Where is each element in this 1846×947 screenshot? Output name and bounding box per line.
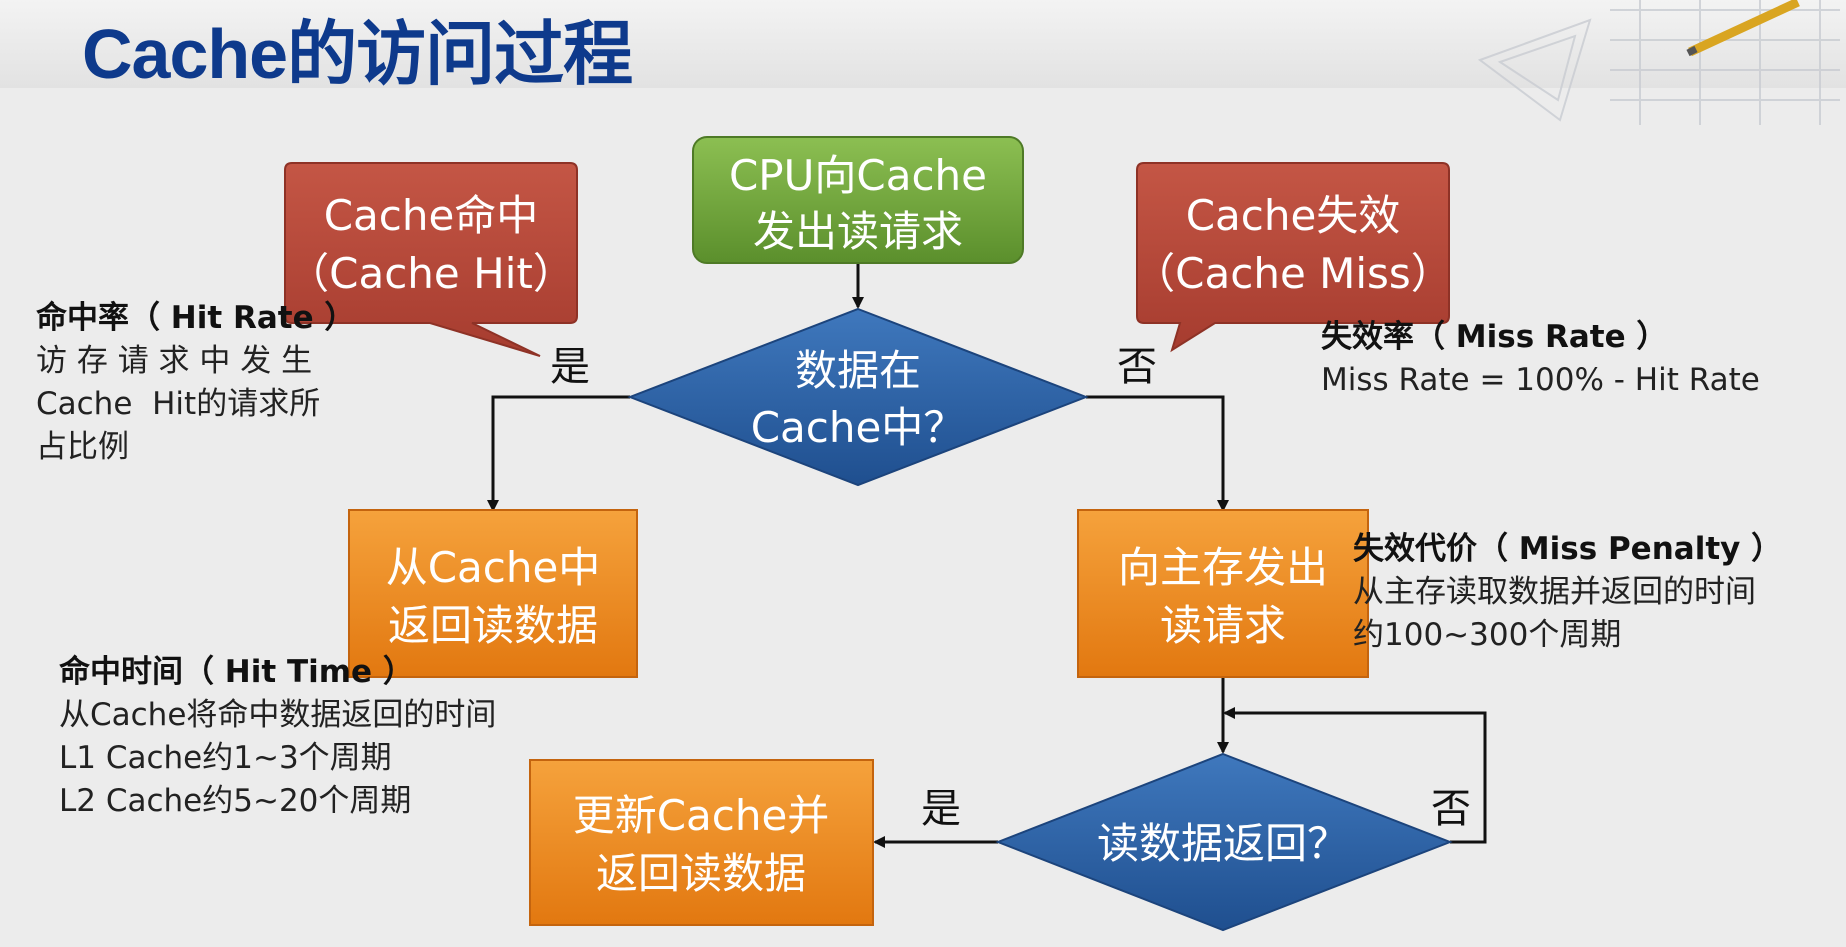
- req-memory-line2: 读请求: [1160, 601, 1286, 650]
- callout-cache-miss: Cache失效 （Cache Miss）: [1133, 162, 1453, 353]
- note-hit-time: 命中时间（ Hit Time ） 从Cache将命中数据返回的时间 L1 Cac…: [59, 651, 496, 823]
- note-hit-rate-line: 访 存 请 求 中 发 生: [36, 343, 313, 379]
- decision-hit-line1: 数据在: [795, 346, 921, 395]
- note-hit-rate-line: Cache Hit的请求所: [36, 386, 321, 422]
- note-miss-penalty-line: 从主存读取数据并返回的时间: [1353, 574, 1756, 610]
- start-node-line1: CPU向Cache: [729, 151, 987, 200]
- edge-hit-no: [1086, 395, 1229, 512]
- edge-label-hit-yes: 是: [550, 344, 590, 390]
- drafting-tools-decoration: [1477, 0, 1840, 125]
- decision-return-label: 读数据返回？: [1097, 819, 1349, 868]
- edge-label-hit-no: 否: [1117, 344, 1157, 390]
- process-update-cache: 更新Cache并 返回读数据: [529, 759, 874, 926]
- decision-data-returned: 读数据返回？: [995, 752, 1453, 932]
- process-read-from-cache: 从Cache中 返回读数据: [348, 509, 638, 678]
- note-hit-time-line: L2 Cache约5~20个周期: [59, 783, 412, 819]
- callout-hit-line1: Cache命中: [324, 191, 539, 240]
- note-hit-rate-heading: 命中率（ Hit Rate ）: [36, 300, 356, 336]
- pencil-icon: [1686, 0, 1800, 57]
- callout-hit-line2: （Cache Hit）: [287, 249, 575, 298]
- note-miss-penalty-line: 约100~300个周期: [1353, 617, 1622, 653]
- note-hit-rate-line: 占比例: [36, 429, 129, 465]
- callout-cache-hit: Cache命中 （Cache Hit）: [284, 162, 578, 357]
- edge-return-no-loop: [1223, 707, 1487, 844]
- connectors: [487, 263, 1487, 848]
- note-hit-rate: 命中率（ Hit Rate ） 访 存 请 求 中 发 生 Cache Hit的…: [36, 297, 355, 469]
- update-cache-line1: 更新Cache并: [573, 791, 830, 840]
- update-cache-line2: 返回读数据: [596, 849, 806, 898]
- process-request-main-memory: 向主存发出 读请求: [1077, 509, 1369, 678]
- note-miss-rate: 失效率（ Miss Rate ） Miss Rate = 100% - Hit …: [1321, 316, 1760, 402]
- req-memory-line1: 向主存发出: [1118, 543, 1328, 592]
- read-cache-line1: 从Cache中: [386, 543, 601, 592]
- note-miss-rate-line: Miss Rate = 100% - Hit Rate: [1321, 362, 1760, 398]
- start-node: CPU向Cache 发出读请求: [692, 136, 1024, 264]
- note-hit-time-line: L1 Cache约1~3个周期: [59, 740, 392, 776]
- decision-hit-line2: Cache中？: [751, 403, 966, 452]
- note-hit-time-heading: 命中时间（ Hit Time ）: [59, 654, 414, 690]
- note-miss-rate-heading: 失效率（ Miss Rate ）: [1321, 319, 1668, 355]
- callout-miss-line2: （Cache Miss）: [1133, 249, 1453, 298]
- note-miss-penalty-heading: 失效代价（ Miss Penalty ）: [1353, 531, 1783, 567]
- edge-label-return-yes: 是: [921, 786, 961, 832]
- start-node-line2: 发出读请求: [753, 207, 963, 256]
- edge-label-return-no: 否: [1431, 786, 1471, 832]
- callout-miss-line1: Cache失效: [1186, 191, 1401, 240]
- read-cache-line2: 返回读数据: [388, 601, 598, 650]
- note-hit-time-line: 从Cache将命中数据返回的时间: [59, 697, 497, 733]
- decision-data-in-cache: 数据在 Cache中？: [627, 307, 1089, 487]
- note-miss-penalty: 失效代价（ Miss Penalty ） 从主存读取数据并返回的时间 约100~…: [1353, 528, 1782, 657]
- page-title: Cache的访问过程: [82, 15, 633, 93]
- header-band: [0, 0, 1846, 88]
- edge-hit-yes: [487, 395, 630, 512]
